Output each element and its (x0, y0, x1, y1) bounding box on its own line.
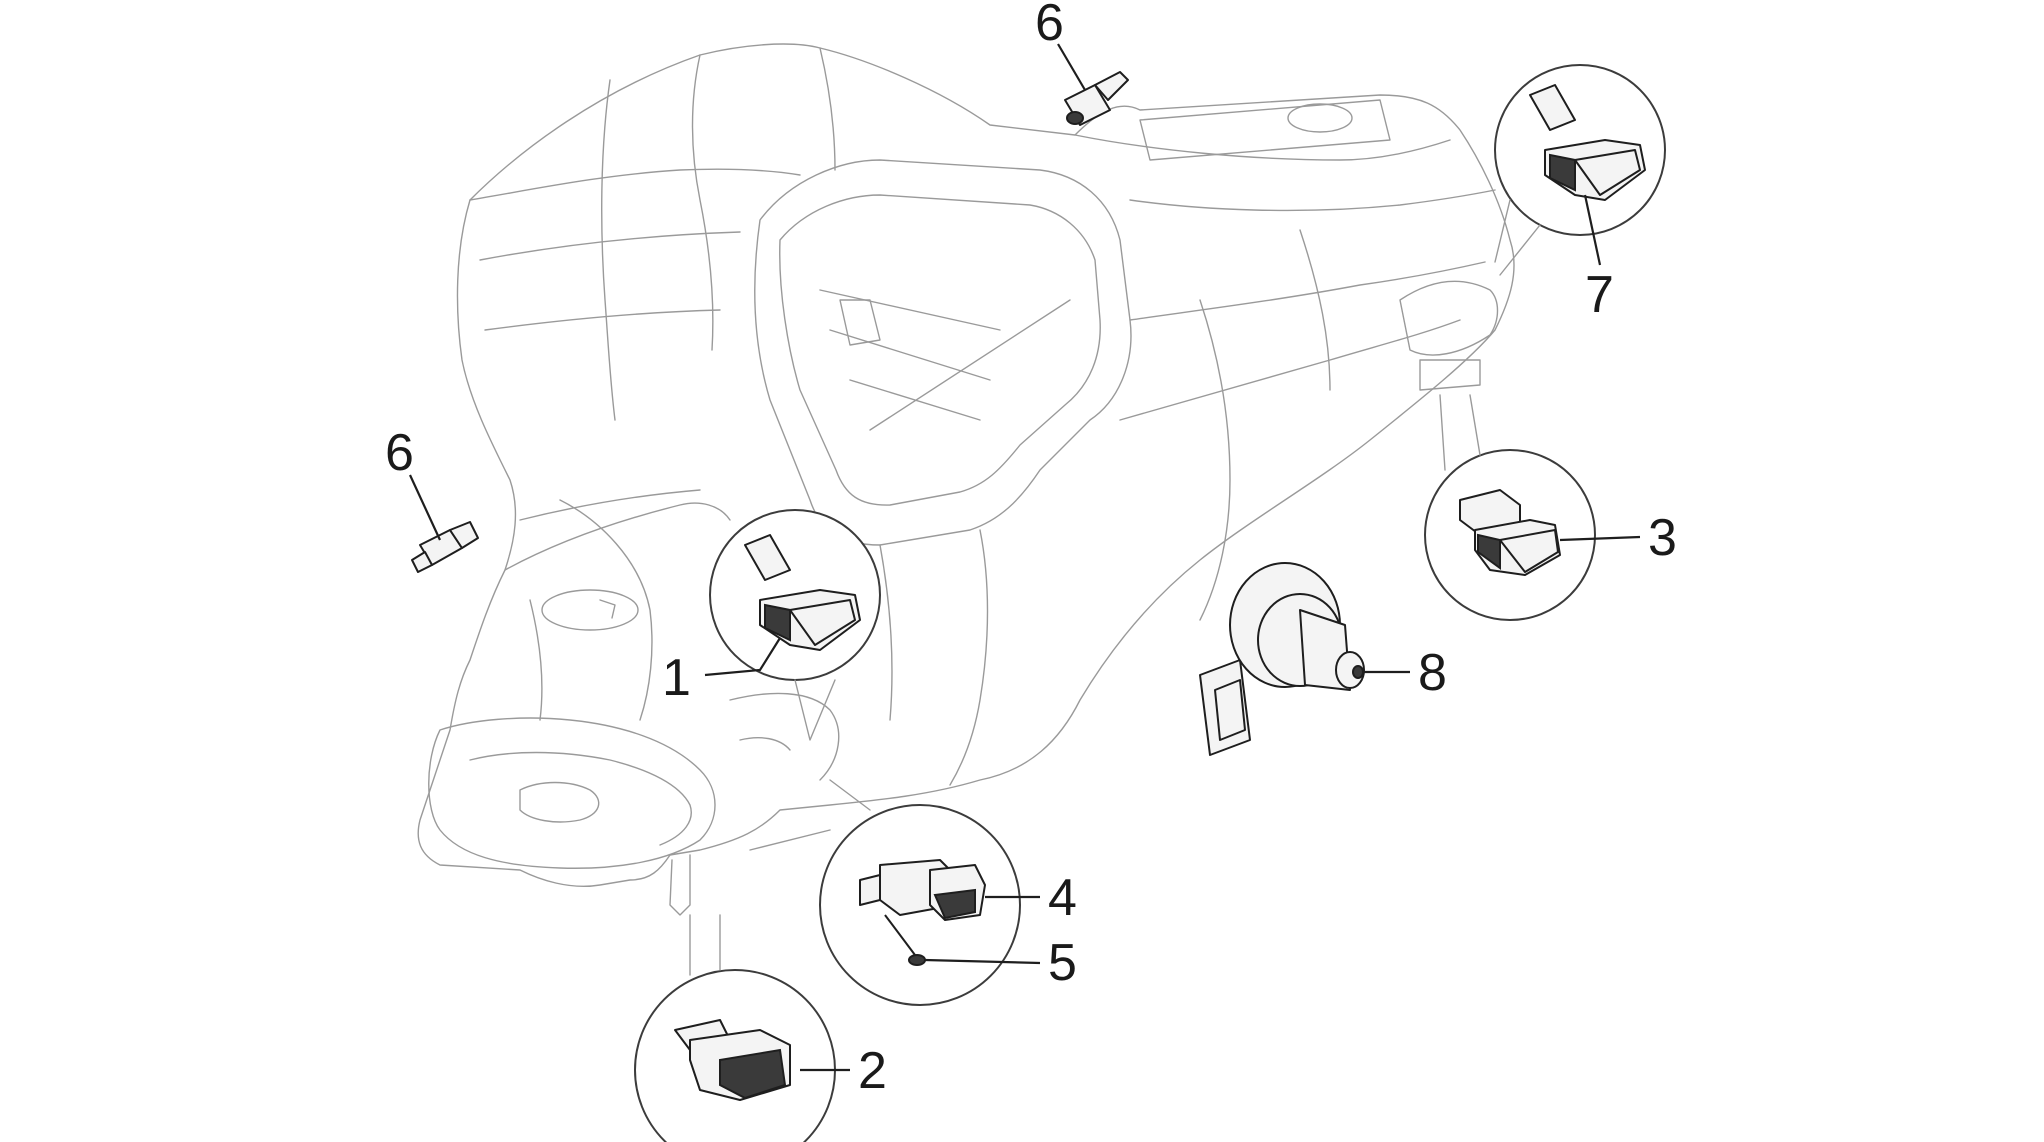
part-4-switch-icon (859, 859, 986, 921)
leader-line-5 (924, 958, 1041, 965)
callout-label-6-left: 6 (385, 424, 414, 482)
callout-label-5: 5 (1048, 934, 1077, 992)
part-2-switch-icon (674, 1019, 791, 1101)
connector-line-2 (689, 914, 721, 976)
part-5-screw-icon (884, 914, 926, 966)
leader-line-6a (1057, 43, 1086, 91)
part-1-switch-icon (744, 534, 861, 651)
part-7-switch-icon (1529, 84, 1646, 201)
connector-line-7 (1494, 199, 1541, 276)
leader-line-7 (1583, 194, 1602, 266)
handlebar-cover-body (417, 43, 1515, 916)
leader-line-1 (704, 637, 781, 677)
connector-line-1 (794, 679, 836, 741)
leader-line-3 (1559, 535, 1641, 542)
callout-label-1: 1 (662, 649, 691, 707)
leader-line-6b (409, 474, 441, 541)
callout-label-8: 8 (1418, 644, 1447, 702)
callout-label-2: 2 (858, 1042, 887, 1100)
callout-label-7: 7 (1585, 266, 1614, 324)
part-6-bulb-icon-top (1064, 71, 1129, 126)
part-3-switch-icon (1459, 489, 1561, 576)
callout-label-4: 4 (1048, 869, 1077, 927)
part-8-ignition-lock-icon (1199, 562, 1365, 756)
connector-line-3 (1439, 394, 1481, 471)
connector-line-4 (749, 779, 871, 851)
callout-label-6-top: 6 (1035, 0, 1064, 52)
part-6-bulb-icon-left (411, 521, 479, 573)
callout-label-3: 3 (1648, 509, 1677, 567)
